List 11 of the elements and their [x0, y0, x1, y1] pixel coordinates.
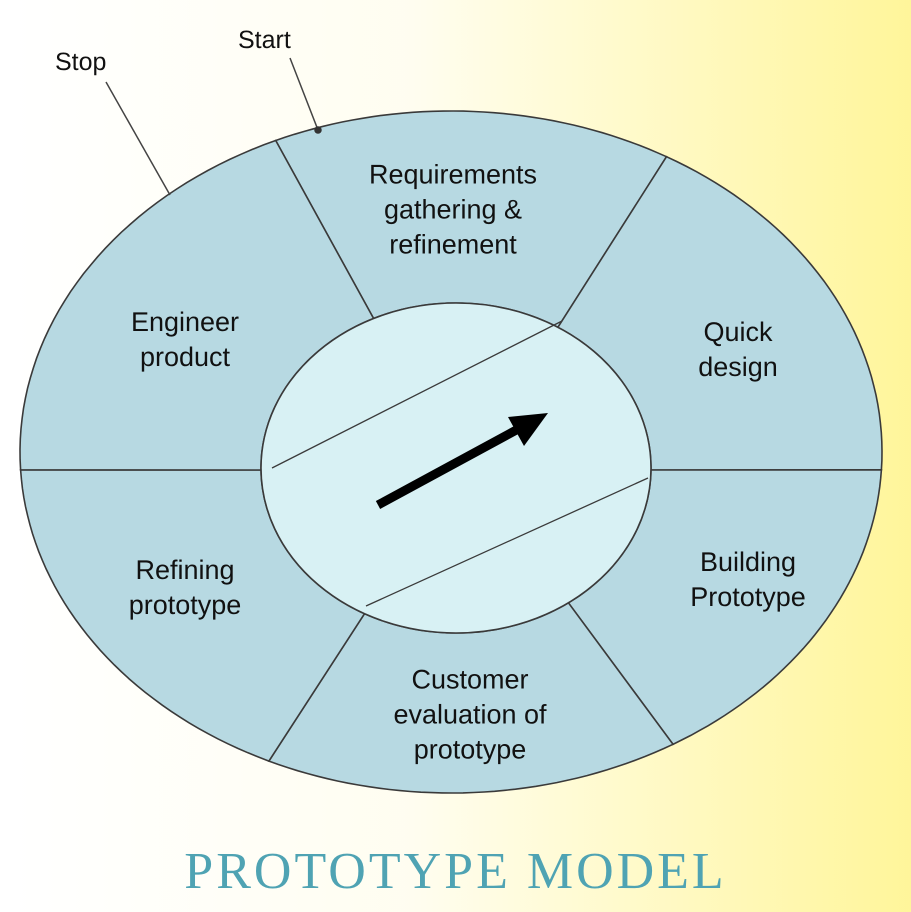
segment-label: Customer evaluation of prototype — [392, 663, 548, 767]
segment-label: Engineer product — [130, 306, 240, 374]
diagram-caption: PROTOTYPE MODEL — [183, 842, 728, 901]
segment-label: Requirements gathering & refinement — [368, 158, 538, 262]
segment-label: Building Prototype — [689, 546, 807, 614]
leader-text: Stop — [55, 48, 108, 77]
leader-line — [105, 82, 171, 196]
segment-label: Refining prototype — [128, 554, 242, 622]
leader-text: Start — [238, 26, 292, 55]
leader-line — [289, 58, 322, 134]
segment-label: Quick design — [697, 316, 779, 384]
